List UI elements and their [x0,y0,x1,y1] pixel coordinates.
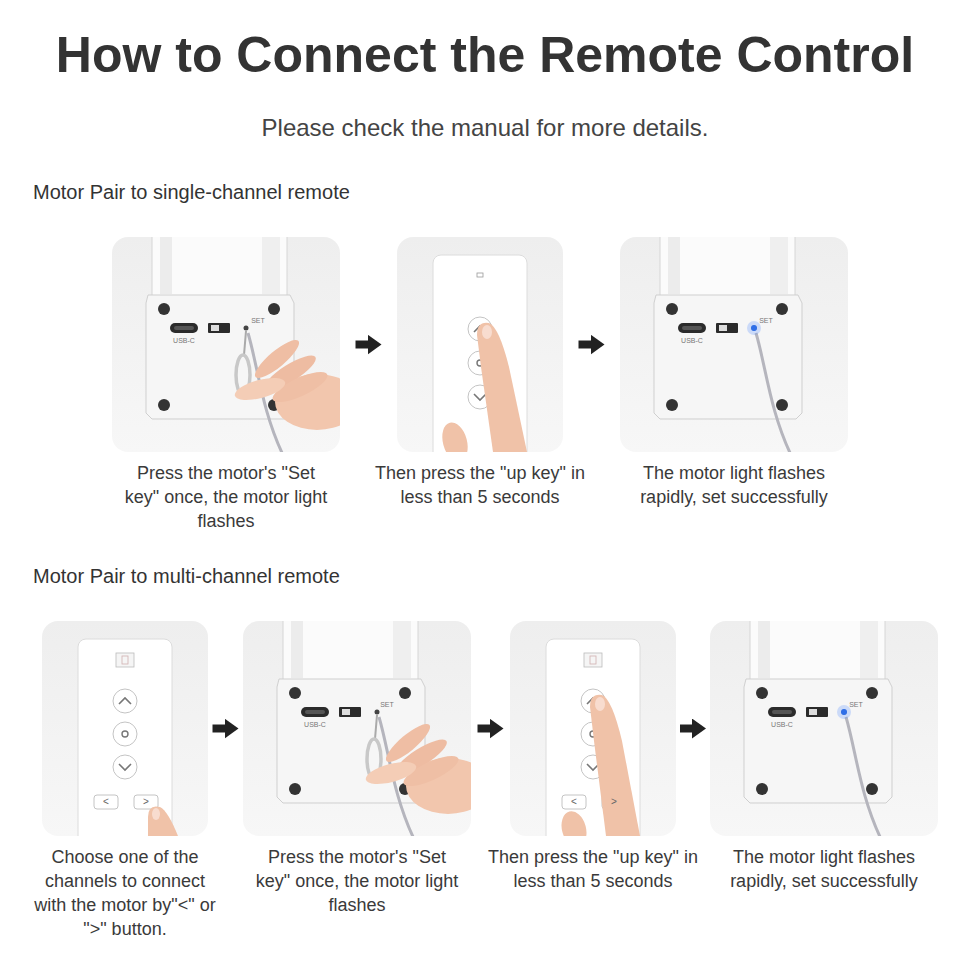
panel [510,621,676,879]
page-title: How to Connect the Remote Control [56,25,914,85]
port-label: USB-C [681,337,703,345]
button-label: SET [251,317,265,325]
step-caption: Press the motor's "Set key" once, the mo… [252,845,462,917]
step-panel: Press the motor's "Set key" once, the mo… [112,237,340,452]
panel [42,621,208,879]
caption-block: Press the motor's "Set key" once, the mo… [121,461,331,533]
section-heading: Motor Pair to multi-channel remote [33,564,340,588]
step-caption: The motor light flashes rapidly, set suc… [619,461,849,509]
section-heading: Motor Pair to single-channel remote [33,180,350,204]
step-caption: The motor light flashes rapidly, set suc… [709,845,939,893]
caption-block: Press the motor's "Set key" once, the mo… [252,845,462,917]
caption-block: The motor light flashes rapidly, set suc… [709,845,939,893]
step-caption: Then press the "up key" in less than 5 s… [483,845,703,893]
flow-arrow [579,341,593,349]
button-label: > [143,796,149,808]
port-label: USB-C [771,721,793,729]
step-panel: Press the motor's "Set key" once, the mo… [243,621,471,836]
caption-block: The motor light flashes rapidly, set suc… [619,461,849,509]
step-caption: Press the motor's "Set key" once, the mo… [121,461,331,533]
caption-block: Then press the "up key" in less than 5 s… [370,461,590,509]
flow-arrow [478,725,492,733]
flow-arrow [680,725,694,733]
panel [710,616,938,841]
caption-block: Choose one of the channels to connect wi… [30,845,220,941]
flow-arrow [213,725,227,733]
step-panel: Then press the "up key" in less than 5 s… [397,237,563,452]
button-label: < [571,796,577,808]
step-caption: Choose one of the channels to connect wi… [30,845,220,941]
panel [112,232,359,457]
step-panel: The motor light flashes rapidly, set suc… [710,621,938,836]
step-panel: Then press the "up key" in less than 5 s… [510,621,676,836]
button-label: SET [380,701,394,709]
step-panel: The motor light flashes rapidly, set suc… [620,237,848,452]
step-caption: Then press the "up key" in less than 5 s… [370,461,590,509]
button-label: SET [759,317,773,325]
flow-arrow [356,341,370,349]
subtitle: Please check the manual for more details… [262,114,709,143]
button-label: SET [849,701,863,709]
step-panel: Choose one of the channels to connect wi… [42,621,208,836]
panel [397,237,563,495]
button-label: > [611,796,617,808]
port-label: USB-C [173,337,195,345]
button-label: < [103,796,109,808]
port-label: USB-C [304,721,326,729]
panel [243,616,490,841]
caption-block: Then press the "up key" in less than 5 s… [483,845,703,893]
panel [620,232,848,457]
